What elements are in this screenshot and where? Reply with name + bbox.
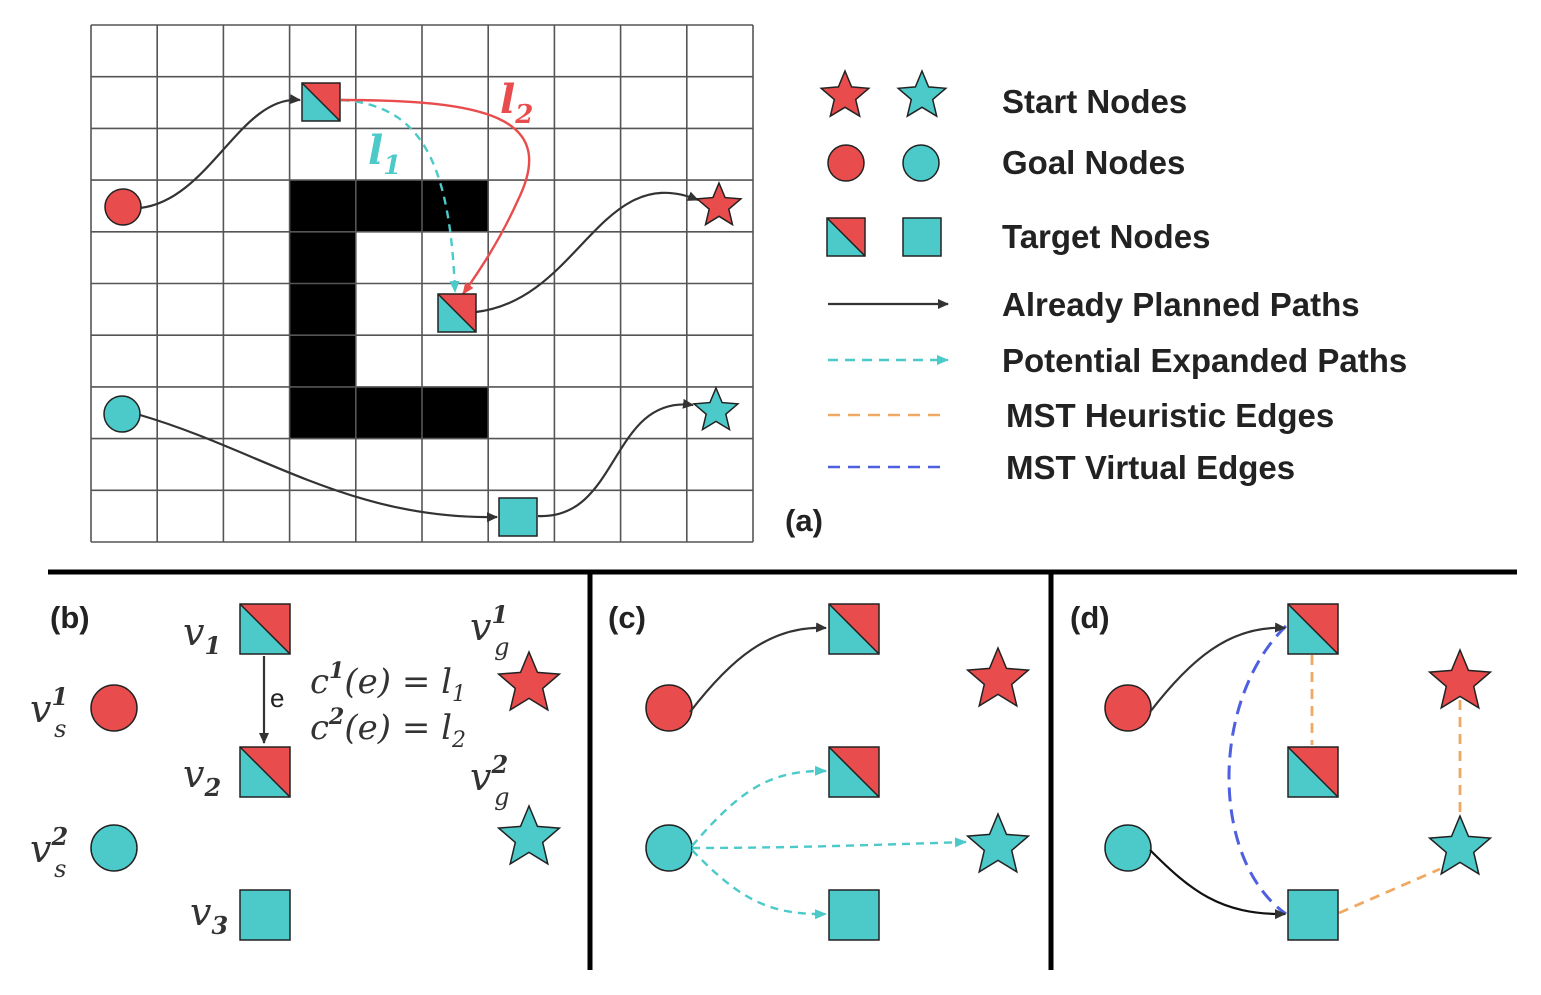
- c-expand-to-bottom: [691, 849, 827, 920]
- planned-path-cyan-goal-to-target: [139, 413, 498, 523]
- cost-equation-1: c1(e) = l1: [310, 658, 466, 707]
- target-node-split-middle: [437, 293, 477, 333]
- legend: Start Nodes Goal Nodes Target Nodes Alre…: [819, 69, 1407, 486]
- target-node-cyan-bottom: [498, 497, 538, 537]
- label-l1: l1: [368, 127, 401, 181]
- d-mst-heuristic-bottom-to-star: [1338, 867, 1441, 915]
- d-mst-virtual-edge: [1227, 624, 1288, 916]
- label-v1: v1: [183, 610, 221, 660]
- goal-node-cyan: [103, 395, 141, 433]
- node-vs2: [90, 824, 138, 872]
- c-expand-to-star: [691, 837, 967, 850]
- cost-equation-2: c2(e) = l2: [310, 704, 466, 753]
- obstacle-cells: [289, 180, 489, 440]
- node-vg2-star: [496, 804, 562, 866]
- d-target-cyan-bottom: [1287, 889, 1339, 941]
- legend-red-star-icon: [819, 69, 871, 118]
- edge-label-e: e: [270, 683, 284, 713]
- legend-start-nodes-label: Start Nodes: [1002, 83, 1187, 120]
- planned-path-red-goal-to-target: [139, 94, 301, 210]
- label-v3: v3: [190, 890, 228, 940]
- planned-path-target-to-cyan-start: [537, 398, 694, 518]
- node-v3: [239, 889, 291, 941]
- obstacle-cell: [289, 231, 357, 284]
- panel-c: (c): [608, 600, 1031, 941]
- c-start-red-star: [965, 646, 1031, 708]
- d-start-red-star: [1427, 648, 1493, 710]
- target-node-split-top: [301, 82, 341, 122]
- obstacle-cell: [422, 180, 489, 233]
- grid-lines: [90, 24, 754, 543]
- legend-mst-heuristic-label: MST Heuristic Edges: [1006, 397, 1334, 434]
- panel-d: (d): [1070, 600, 1493, 941]
- path-l2-solid: [340, 98, 531, 295]
- legend-cyan-star-icon: [896, 69, 948, 118]
- panel-b-label: (b): [50, 600, 90, 635]
- node-vg1-star: [496, 650, 562, 712]
- node-v1: [239, 603, 291, 655]
- c-goal-red: [645, 684, 693, 732]
- c-expand-to-middle: [691, 765, 827, 847]
- c-target-split-middle: [828, 746, 880, 798]
- obstacle-cell: [355, 386, 423, 440]
- label-v2: v2: [183, 752, 221, 802]
- legend-target-nodes-label: Target Nodes: [1002, 218, 1210, 255]
- start-node-red-star: [695, 181, 743, 227]
- d-goal-red: [1104, 684, 1152, 732]
- goal-node-red: [104, 188, 142, 226]
- legend-split-square-icon: [826, 217, 866, 257]
- panel-d-label: (d): [1070, 600, 1110, 635]
- legend-planned-paths-label: Already Planned Paths: [1002, 286, 1360, 323]
- obstacle-cell: [355, 180, 423, 233]
- panel-c-label: (c): [608, 600, 646, 635]
- d-start-cyan-star: [1427, 814, 1493, 876]
- legend-cyan-circle-icon: [902, 144, 940, 182]
- node-v2: [239, 746, 291, 798]
- planned-path-target-to-red-start: [475, 191, 699, 314]
- legend-mst-virtual-label: MST Virtual Edges: [1006, 449, 1295, 486]
- d-target-split-middle: [1287, 746, 1339, 798]
- legend-expanded-paths-label: Potential Expanded Paths: [1002, 342, 1407, 379]
- label-l2: l2: [500, 76, 533, 130]
- d-planned-path-cyan: [1149, 849, 1286, 920]
- c-target-cyan-bottom: [828, 889, 880, 941]
- node-vs1: [90, 684, 138, 732]
- panel-a: l1 l2 (a): [90, 24, 823, 543]
- obstacle-cell: [289, 283, 357, 336]
- path-l1-dashed: [340, 98, 460, 293]
- legend-red-circle-icon: [827, 144, 865, 182]
- legend-goal-nodes-label: Goal Nodes: [1002, 144, 1185, 181]
- panel-a-label: (a): [785, 503, 823, 538]
- legend-cyan-square-icon: [902, 217, 942, 257]
- c-goal-cyan: [645, 824, 693, 872]
- c-start-cyan-star: [965, 812, 1031, 874]
- d-target-split-top: [1287, 603, 1339, 655]
- obstacle-cell: [289, 335, 357, 388]
- obstacle-cell: [422, 386, 489, 440]
- obstacle-cell: [289, 180, 357, 233]
- start-node-cyan-star: [692, 386, 740, 432]
- c-target-split-top: [828, 603, 880, 655]
- d-planned-path-red: [1149, 622, 1286, 713]
- obstacle-cell: [289, 386, 357, 440]
- c-planned-path: [689, 622, 827, 713]
- d-goal-cyan: [1104, 824, 1152, 872]
